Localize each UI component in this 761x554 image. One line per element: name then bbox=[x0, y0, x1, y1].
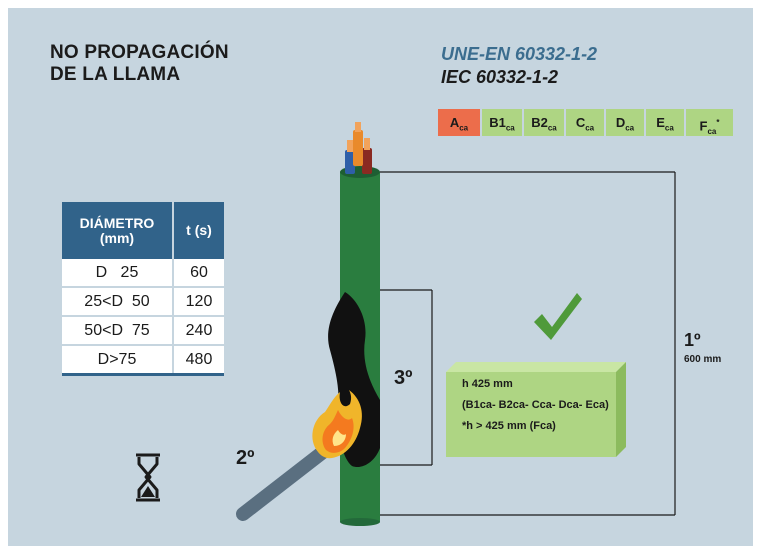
class-d-badge: Dca bbox=[606, 109, 646, 136]
class-e-badge: Eca bbox=[646, 109, 686, 136]
class-c-badge: Cca bbox=[566, 109, 606, 136]
page-title: NO PROPAGACIÓN DE LA LLAMA bbox=[50, 42, 229, 86]
time-cell: 240 bbox=[173, 316, 224, 346]
result-box bbox=[446, 362, 626, 457]
table-row: D>75 480 bbox=[62, 345, 224, 376]
diameter-time-table: DIÁMETRO (mm) t (s) D 25 60 25<D 50 120 … bbox=[62, 202, 224, 376]
diameter-cell: D>75 bbox=[62, 345, 174, 376]
hourglass-icon bbox=[136, 453, 160, 502]
diameter-cell: 25<D 50 bbox=[62, 287, 174, 317]
table-row: 25<D 50 120 bbox=[62, 287, 224, 317]
dimension-line-total bbox=[380, 171, 676, 516]
time-header: t (s) bbox=[173, 202, 224, 259]
class-b2-badge: B2ca bbox=[524, 109, 566, 136]
class-f-badge: Fca* bbox=[686, 109, 733, 136]
title-line-2: DE LA LLAMA bbox=[50, 64, 181, 85]
classification-bar: Aca B1ca B2ca Cca Dca Eca Fca* bbox=[438, 109, 733, 136]
burner-tube bbox=[236, 438, 339, 521]
result-line-1: h 425 mm bbox=[462, 378, 513, 390]
checkmark-icon bbox=[534, 293, 582, 340]
table-row: D 25 60 bbox=[62, 259, 224, 288]
result-line-2: (B1ca- B2ca- Cca- Dca- Eca) bbox=[462, 399, 609, 411]
result-line-3: *h > 425 mm (Fca) bbox=[462, 420, 556, 432]
step-1-detail: 600 mm bbox=[684, 354, 722, 365]
table-header-row: DIÁMETRO (mm) t (s) bbox=[62, 202, 224, 259]
diameter-cell: D 25 bbox=[62, 259, 174, 288]
standard-une: UNE-EN 60332-1-2 bbox=[441, 44, 598, 64]
class-a-badge: Aca bbox=[438, 109, 482, 136]
step-2-label: 2º bbox=[236, 447, 255, 469]
title-line-1: NO PROPAGACIÓN bbox=[50, 42, 229, 63]
hourglass-sand bbox=[141, 486, 155, 497]
step-3-label: 3º bbox=[394, 367, 413, 389]
result-text: h 425 mm (B1ca- B2ca- Cca- Dca- Eca) *h … bbox=[446, 360, 616, 455]
class-b1-badge: B1ca bbox=[482, 109, 524, 136]
diameter-header: DIÁMETRO (mm) bbox=[62, 202, 174, 259]
table-row: 50<D 75 240 bbox=[62, 316, 224, 346]
time-cell: 60 bbox=[173, 259, 224, 288]
standard-iec: IEC 60332-1-2 bbox=[441, 67, 559, 87]
time-cell: 480 bbox=[173, 345, 224, 376]
flame-icon bbox=[312, 390, 362, 459]
time-cell: 120 bbox=[173, 287, 224, 317]
diameter-cell: 50<D 75 bbox=[62, 316, 174, 346]
step-1-label: 1º bbox=[684, 330, 701, 350]
